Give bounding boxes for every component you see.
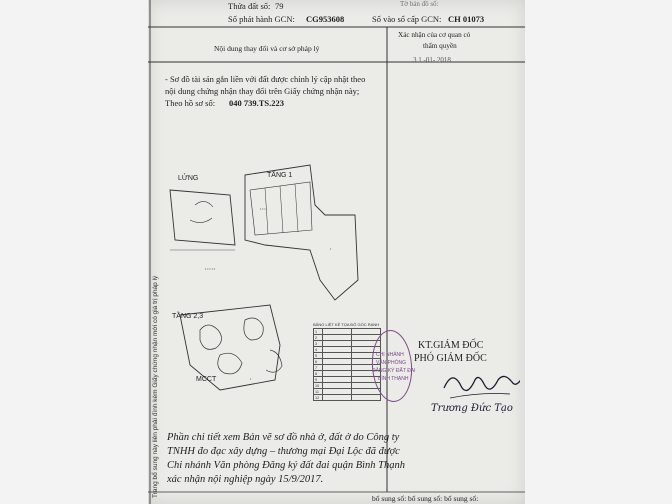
margin-note: Trang bổ sung này liên phải đính kèm Giấ… bbox=[152, 275, 159, 498]
svg-text:•: • bbox=[250, 377, 252, 381]
label-lung: LỬNG bbox=[178, 175, 199, 182]
parcel-number-value: 79 bbox=[275, 1, 284, 11]
svg-text:•: • bbox=[330, 247, 332, 251]
entry-file-label: Theo hồ sơ số: bbox=[165, 98, 216, 108]
coord-table-title: BẢNG LIỆT KÊ TỌA ĐỘ GÓC RANH bbox=[313, 322, 380, 327]
signer-title-2: PHÓ GIÁM ĐỐC bbox=[414, 353, 487, 364]
footer-note-3: Chi nhánh Văn phòng Đăng ký đất đai quận… bbox=[167, 460, 405, 471]
footer-note-2: TNHH đo đạc xây dựng – thương mại Đại Lộ… bbox=[167, 446, 400, 457]
label-mcct: MCCT bbox=[196, 376, 217, 383]
svg-text:• • •: • • • bbox=[260, 207, 266, 211]
coord-row: 12 bbox=[313, 394, 381, 401]
stamp-line-4: BÌNH THẠNH bbox=[378, 376, 409, 382]
parcel-number-label: Thửa đất số: bbox=[228, 1, 271, 11]
register-number-value: CH 01073 bbox=[448, 14, 485, 24]
label-tang-2-3: TẦNG 2,3 bbox=[172, 313, 204, 320]
confirm-column-header-1: Xác nhận của cơ quan có bbox=[398, 31, 471, 39]
stamp-line-2: VĂN PHÒNG bbox=[376, 360, 407, 366]
stamp-line-1: CHI NHÁNH bbox=[376, 352, 404, 358]
footer-note-1: Phần chi tiết xem Bản vẽ sơ đồ nhà ở, đấ… bbox=[167, 432, 400, 443]
svg-text:• • • • •: • • • • • bbox=[205, 267, 216, 271]
map-sheet-label: Tờ bản đồ số: bbox=[400, 0, 439, 8]
label-tang-1: TẦNG 1 bbox=[267, 172, 293, 179]
plan-lung-outline bbox=[169, 189, 236, 246]
certificate-page bbox=[148, 0, 525, 504]
stamp-line-3: ĐĂNG KÝ ĐẤT ĐAI bbox=[372, 368, 416, 374]
coord-index: 12 bbox=[313, 394, 323, 401]
signer-name: Trương Đức Tạo bbox=[431, 403, 513, 414]
issue-number-label: Số phát hành GCN: bbox=[228, 14, 295, 24]
bottom-row-text: bổ sung số: bổ sung số: bổ sung số: bbox=[372, 494, 479, 503]
entry-date: 3 1 -01- 2018 bbox=[413, 56, 451, 64]
coord-x-cell bbox=[322, 394, 352, 401]
table-frame bbox=[148, 0, 525, 504]
plan-tang23-outline bbox=[179, 304, 281, 391]
signer-title-1: KT.GIÁM ĐỐC bbox=[418, 340, 484, 351]
plan-tang1-outline bbox=[244, 164, 359, 301]
confirm-column-header-2: thẩm quyền bbox=[423, 42, 457, 50]
content-column-header: Nội dung thay đổi và cơ sở pháp lý bbox=[214, 44, 320, 53]
entry-line-1: - Sơ đồ tài sản gắn liền với đất được ch… bbox=[165, 74, 366, 84]
entry-line-2: nội dung chứng nhận thay đổi trên Giấy c… bbox=[165, 86, 360, 96]
footer-note-4: xác nhận nội nghiệp ngày 15/9/2017. bbox=[167, 474, 324, 485]
register-number-label: Số vào sổ cấp GCN: bbox=[372, 14, 442, 24]
issue-number-value: CG953608 bbox=[306, 14, 345, 24]
coord-y-cell bbox=[351, 394, 381, 401]
floor-plan-drawing: • • • • • • • • • • bbox=[169, 164, 359, 391]
entry-file-number: 040 739.TS.223 bbox=[229, 98, 285, 108]
handwritten-signature bbox=[443, 375, 520, 399]
